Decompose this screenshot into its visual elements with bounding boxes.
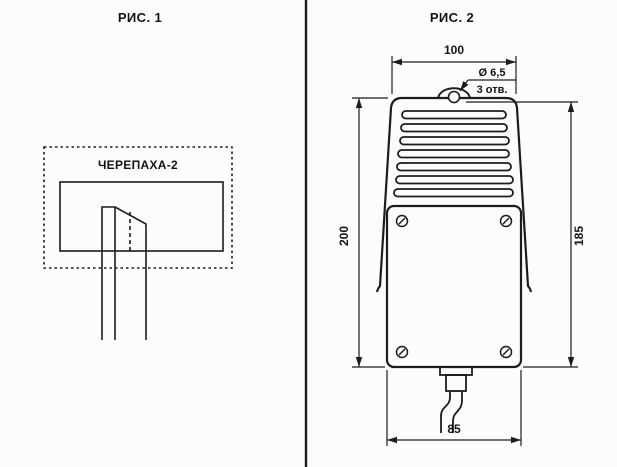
hole-leader-line: [459, 79, 469, 92]
vent-slat: [399, 136, 510, 146]
vent-slat: [393, 188, 514, 198]
switch-blade-and-wire: [114, 206, 147, 340]
dim-left-height-label: 200: [337, 226, 351, 246]
screw: [499, 214, 513, 228]
screw: [395, 345, 409, 359]
fig1-title: РИС. 1: [118, 10, 162, 25]
device-body-rect: [59, 181, 224, 252]
hole-count-label: 3 отв.: [477, 84, 508, 96]
screw-slot: [502, 348, 510, 356]
cable-edge: [440, 391, 451, 433]
mounting-ear: [437, 87, 471, 99]
device-housing-outline: [375, 96, 533, 293]
corner-screws: [395, 214, 513, 359]
vent-slat: [395, 175, 514, 185]
gland-stem: [445, 374, 467, 392]
dimensions: [352, 56, 578, 446]
base-box: [385, 204, 523, 369]
vent-slat: [396, 162, 512, 172]
vent-slat: [397, 149, 510, 159]
dim-bottom-width-label: 85: [447, 422, 461, 436]
wiring-schematic: [101, 206, 147, 340]
mounting-hole: [447, 90, 461, 104]
figure-1: РИС. 1 ЧЕРЕПАХА-2: [43, 10, 233, 340]
vent-grille: [393, 110, 514, 198]
screw: [395, 214, 409, 228]
screw-slot: [398, 348, 406, 356]
vent-slat: [400, 123, 508, 133]
wire-loop: [101, 206, 116, 340]
cable-edge: [452, 391, 463, 433]
vent-slat: [401, 110, 507, 120]
dim-right-height-label: 185: [572, 226, 586, 246]
cable-gland: [439, 366, 473, 433]
screw-slot: [502, 217, 510, 225]
hole-diameter-label: Ø 6,5: [479, 67, 506, 79]
gland-flange: [439, 366, 473, 376]
screw: [499, 345, 513, 359]
figure-2: РИС. 2: [337, 10, 586, 446]
dashed-boundary: [43, 146, 233, 269]
device-name-label: ЧЕРЕПАХА-2: [98, 158, 178, 172]
device-front-view: [375, 87, 533, 433]
fig2-title: РИС. 2: [430, 10, 474, 25]
screw-slot: [398, 217, 406, 225]
dim-top-width-label: 100: [444, 43, 464, 57]
